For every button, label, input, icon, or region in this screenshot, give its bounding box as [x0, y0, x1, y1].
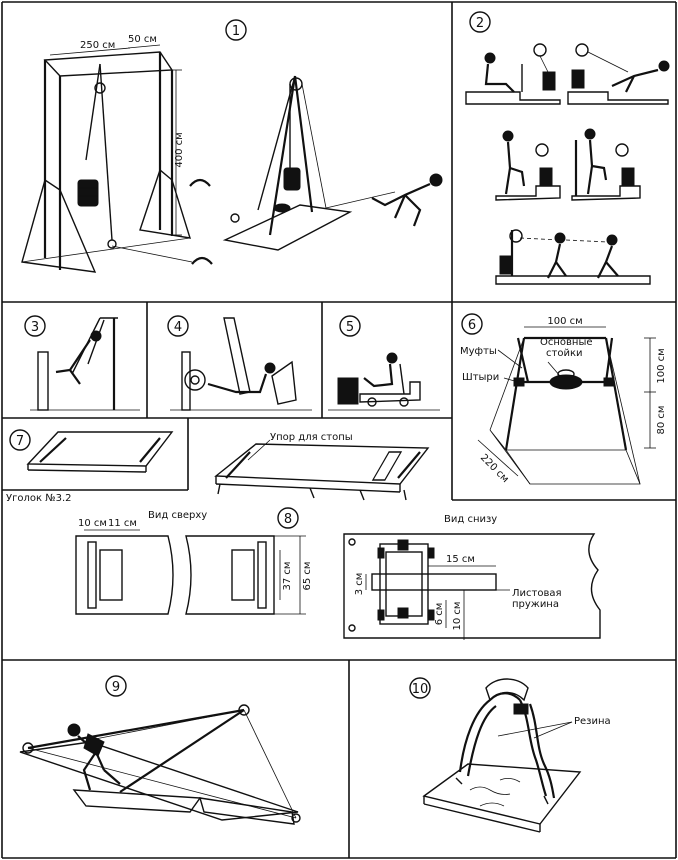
panel-3: 3	[24, 315, 140, 411]
runner-figure-icon	[325, 173, 443, 227]
dim-15-label: 15 см	[446, 554, 475, 565]
dim-height-label: 400 см	[174, 132, 185, 167]
rack-frame	[21, 51, 192, 273]
panel-number-circle	[225, 19, 247, 41]
sprint-harness-device	[19, 704, 301, 825]
bottom-view-title: Вид снизу	[444, 514, 497, 525]
handle-icon	[189, 178, 211, 187]
dimension-lines	[477, 326, 656, 477]
panel-4: 4	[167, 315, 312, 411]
panel-number: 3	[31, 320, 39, 335]
dim-10b-label: 10 см	[452, 602, 463, 631]
panel-7: 7 Упор для стопы Уголок №3.2	[6, 429, 430, 504]
dim-base-label: 220 см	[478, 452, 511, 485]
knee-drive-exercise-icon	[571, 128, 641, 201]
panel-number: 1	[232, 24, 240, 39]
dim-37-label: 37 см	[282, 562, 293, 591]
foot-board-small	[26, 431, 174, 473]
leg-press-exercise-icon	[170, 317, 312, 411]
rubber-label: Резина	[574, 716, 611, 727]
dim-right-lower-label: 80 см	[656, 406, 667, 435]
panel-number: 7	[16, 434, 24, 449]
top-view-board	[75, 529, 306, 615]
dim-11-label: 11 см	[108, 518, 137, 529]
dimension-lines	[49, 44, 182, 236]
hanging-strap-exercise-icon	[30, 317, 140, 411]
dim-3-label: 3 см	[354, 573, 365, 596]
panel-number: 8	[284, 512, 292, 527]
dim-top-label: 100 см	[547, 316, 582, 327]
panel-number: 2	[476, 16, 484, 31]
pulley-stand	[222, 75, 353, 251]
rubber-band-board-device	[422, 678, 582, 833]
panel-10: 10 Резина	[409, 677, 611, 833]
panel-1: 1 250 см 50 см 40	[21, 19, 443, 273]
bottom-view-board	[343, 533, 601, 640]
panel-6: 6 100 см Му	[460, 313, 667, 485]
dim-10-label: 10 см	[78, 518, 107, 529]
dim-depth-label: 50 см	[128, 34, 157, 45]
top-view-title: Вид сверху	[148, 510, 207, 521]
leaf-spring-label-line1: Листовая	[512, 588, 562, 599]
panel-2: 2	[465, 11, 670, 285]
leaf-spring-label-line2: пружина	[512, 599, 559, 610]
panel-number: 6	[468, 318, 476, 333]
handle-icon	[191, 256, 213, 265]
dim-65-label: 65 см	[302, 562, 313, 591]
main-posts-label-line2: стойки	[546, 348, 582, 359]
panel-number: 9	[112, 680, 120, 695]
main-posts-label-line1: Основные	[540, 337, 593, 348]
sled-exercise-icon	[465, 43, 561, 105]
foot-board-large	[214, 439, 430, 501]
panel-number: 4	[174, 320, 182, 335]
a-frame-stand	[489, 336, 641, 485]
lateral-pull-exercise-icon	[495, 229, 651, 285]
panel-number: 10	[412, 682, 429, 697]
dim-6-label: 6 см	[434, 603, 445, 626]
pins-label: Штыри	[462, 372, 499, 383]
panel-number: 5	[346, 320, 354, 335]
panel-9: 9	[19, 675, 301, 825]
foot-stop-label: Упор для стопы	[270, 432, 353, 443]
dim-width-label: 250 см	[80, 40, 115, 51]
panel-8: 8 Вид сверху Вид снизу 10 см 11 см 37 см…	[75, 507, 601, 640]
couplings-label: Муфты	[460, 346, 497, 357]
dim-right-upper-label: 100 см	[656, 348, 667, 383]
panel-5: 5	[328, 315, 440, 411]
seated-machine-exercise-icon	[328, 352, 440, 411]
angle-profile-caption: Уголок №3.2	[6, 493, 72, 504]
step-up-exercise-icon	[495, 130, 561, 201]
sprint-exercise-icon	[567, 43, 670, 105]
